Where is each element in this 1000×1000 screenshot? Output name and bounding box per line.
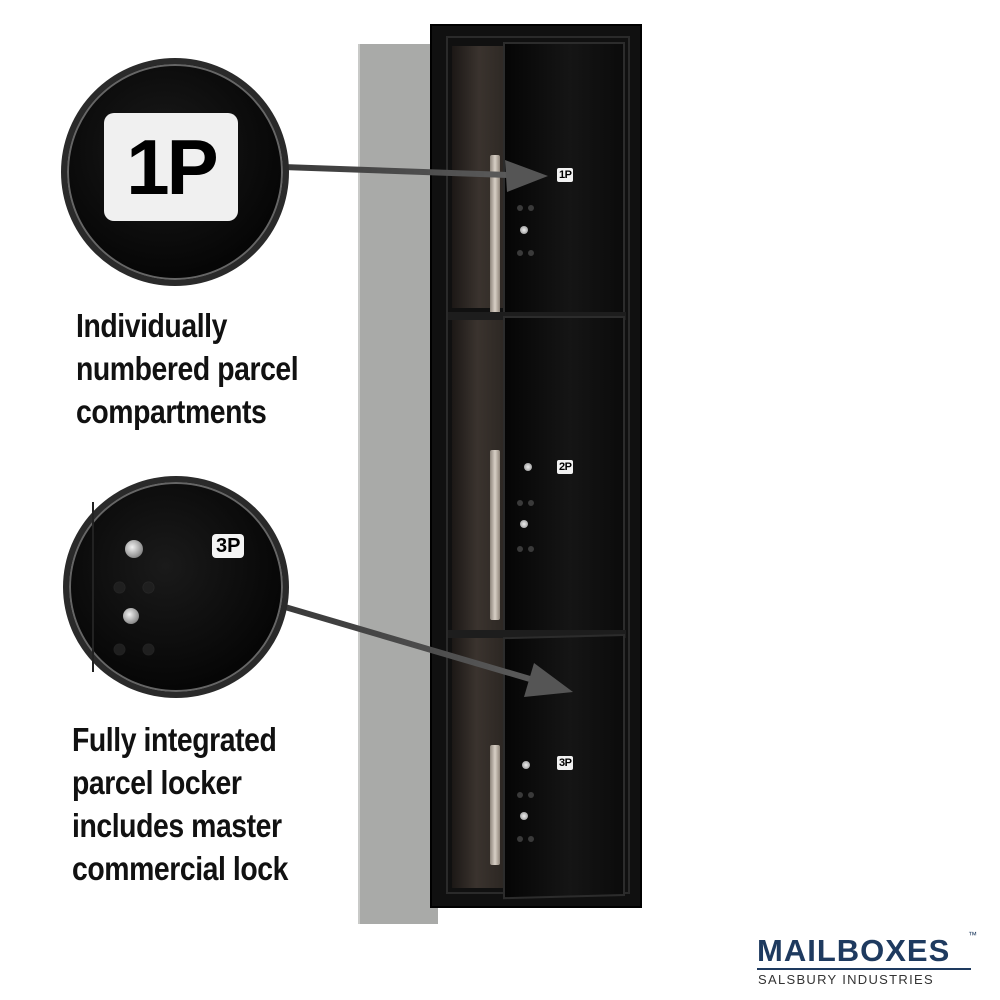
door-1-hole (517, 205, 523, 211)
door-1-lock-icon (520, 226, 528, 234)
door-3-master-lock-icon (522, 761, 530, 769)
door-2-hole (517, 500, 523, 506)
door-1-hole (517, 250, 523, 256)
caption-line: includes master (72, 807, 282, 844)
door-3-hole (528, 836, 534, 842)
brand-logo: MAILBOXES (757, 933, 951, 968)
compartment-1-label: 1P (557, 168, 574, 182)
arrow-bottom (284, 604, 573, 697)
shelf-divider (448, 630, 626, 638)
caption-line: numbered parcel (76, 350, 299, 387)
door-2-lock-icon (520, 520, 528, 528)
compartment-2-hinge (490, 450, 500, 620)
compartment-3-hinge (490, 745, 500, 865)
door-2-master-lock-icon (524, 463, 532, 471)
door-2-hole (528, 500, 534, 506)
door-2-hole (517, 546, 523, 552)
door-3-lock-icon (520, 812, 528, 820)
callout-hole (114, 644, 125, 655)
callout-circle-bottom (63, 476, 289, 698)
callout-door-edge (92, 502, 94, 672)
logo-divider (757, 968, 971, 970)
callout-bottom-label: 3P (212, 534, 245, 558)
caption-line: compartments (76, 393, 267, 430)
caption-line: commercial lock (72, 850, 288, 887)
caption-line: Individually (76, 307, 227, 344)
door-3-hole (528, 792, 534, 798)
compartment-3-label: 3P (557, 756, 574, 770)
caption-line: parcel locker (72, 764, 242, 801)
door-3-hole (517, 792, 523, 798)
brand-tagline: SALSBURY INDUSTRIES (758, 972, 934, 987)
callout-top-caption: Individually numbered parcel compartment… (76, 304, 299, 433)
recessed-housing (358, 44, 438, 924)
callout-hole (143, 582, 154, 593)
door-1-hole (528, 205, 534, 211)
arrow-top (282, 160, 548, 192)
compartment-2-label: 2P (557, 460, 574, 474)
brand-trademark: ™ (968, 930, 977, 940)
door-1-hole (528, 250, 534, 256)
callout-hole (143, 644, 154, 655)
callout-top-label: 1P (104, 113, 238, 221)
compartment-2-door[interactable] (503, 316, 625, 636)
compartment-1-hinge (490, 155, 500, 325)
callout-bottom-caption: Fully integrated parcel locker includes … (72, 718, 288, 890)
lock-icon (123, 608, 139, 624)
caption-line: Fully integrated (72, 721, 277, 758)
callout-hole (114, 582, 125, 593)
door-2-hole (528, 546, 534, 552)
master-lock-icon (125, 540, 143, 558)
door-3-hole (517, 836, 523, 842)
